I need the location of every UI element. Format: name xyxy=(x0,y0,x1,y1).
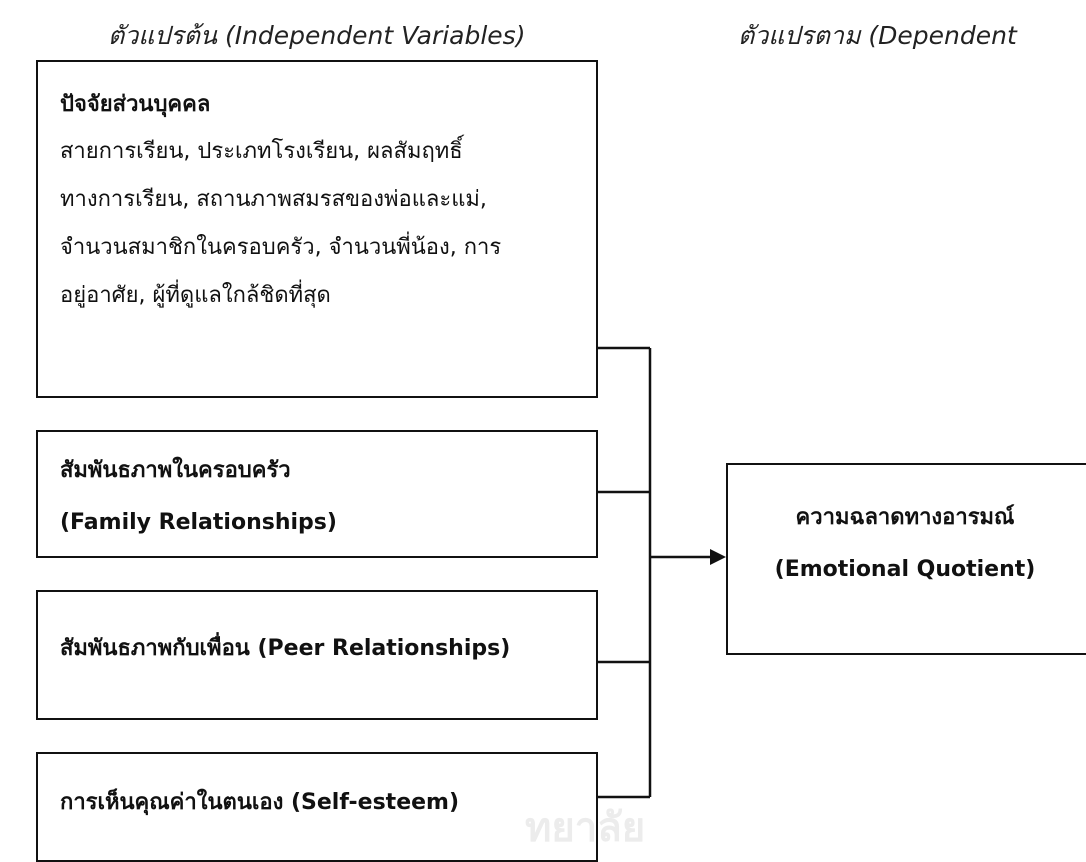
personal-factors-line-1: สายการเรียน, ประเภทโรงเรียน, ผลสัมฤทธิ์ xyxy=(60,139,463,165)
independent-variables-heading: ตัวแปรต้น (Independent Variables) xyxy=(108,21,526,50)
personal-factors-line-4: อยู่อาศัย, ผู้ที่ดูแลใกล้ชิดที่สุด xyxy=(60,283,331,309)
emotional-quotient-subtitle: (Emotional Quotient) xyxy=(774,557,1036,583)
personal-factors-line-3: จำนวนสมาชิกในครอบครัว, จำนวนพี่น้อง, การ xyxy=(60,235,502,261)
peer-relationships-box: สัมพันธภาพกับเพื่อน (Peer Relationships) xyxy=(36,590,598,720)
family-relationships-title: สัมพันธภาพในครอบครัว xyxy=(60,458,291,483)
arrow-head-icon xyxy=(710,549,726,565)
self-esteem-box: การเห็นคุณค่าในตนเอง (Self-esteem) xyxy=(36,752,598,862)
personal-factors-line-2: ทางการเรียน, สถานภาพสมรสของพ่อและแม่, xyxy=(60,187,487,213)
emotional-quotient-title: ความฉลาดทางอารมณ์ xyxy=(795,505,1015,530)
family-relationships-box: สัมพันธภาพในครอบครัว (Family Relationshi… xyxy=(36,430,598,558)
personal-factors-title: ปัจจัยส่วนบุคคล xyxy=(60,92,211,117)
self-esteem-title: การเห็นคุณค่าในตนเอง (Self-esteem) xyxy=(60,790,460,815)
dependent-variable-heading: ตัวแปรตาม (Dependent xyxy=(738,21,1017,50)
peer-relationships-title: สัมพันธภาพกับเพื่อน (Peer Relationships) xyxy=(60,636,511,661)
personal-factors-box: ปัจจัยส่วนบุคคล สายการเรียน, ประเภทโรงเร… xyxy=(36,60,598,398)
watermark-text: ทยาลัย xyxy=(525,805,646,851)
family-relationships-subtitle: (Family Relationships) xyxy=(60,510,337,536)
emotional-quotient-box: ความฉลาดทางอารมณ์ (Emotional Quotient) xyxy=(726,463,1086,655)
